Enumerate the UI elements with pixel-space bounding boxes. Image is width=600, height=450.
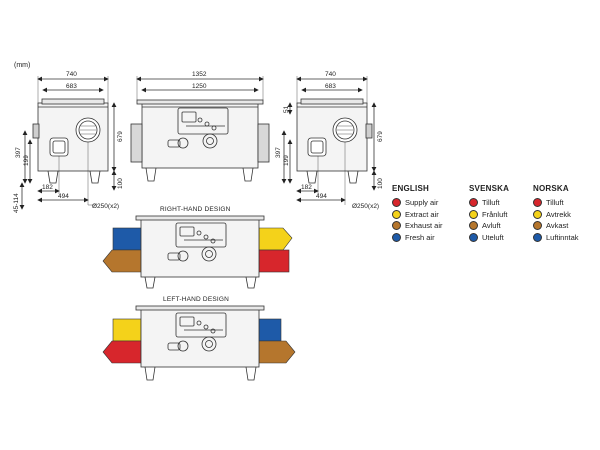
supply-air-swatch [533,198,542,208]
legend-title-svenska: SVENSKA [469,184,510,193]
legend-title-english: ENGLISH [392,184,429,193]
dim-51-right: 51 [283,105,290,113]
dim-duct-right: Ø250(x2) [352,203,379,210]
legend-norska: NORSKA Tilluft Avtrekk Avkast Luftinntak [533,184,600,243]
dim-182-right: 182 [301,184,312,191]
legend-item: Extract air [392,209,464,221]
dim-199-right: 199 [283,155,290,166]
legend-label: Tilluft [482,198,500,208]
left-hand-design [102,305,296,381]
extract-air-swatch [469,209,478,219]
legend-item: Avluft [469,220,541,232]
front-view-left [19,76,117,210]
supply-air-swatch [469,198,478,208]
right-hand-design-caption: RIGHT-HAND DESIGN [160,206,231,213]
legend-label: Avtrekk [546,209,571,219]
supply-air-duct-lh [102,340,142,364]
side-view [130,76,270,182]
extract-air-duct-lh [112,318,142,342]
legend-label: Extract air [405,209,439,219]
dim-494-right: 494 [316,193,327,200]
legend-item: Exhaust air [392,220,464,232]
dim-397-left: 397 [15,147,22,158]
dim-1352: 1352 [192,71,207,78]
legend-label: Tilluft [546,198,564,208]
legend-item: Avkast [533,220,600,232]
dim-duct-left: Ø250(x2) [92,203,119,210]
legend-label: Fresh air [405,232,435,242]
legend-english: ENGLISH Supply air Extract air Exhaust a… [392,184,464,243]
dim-679-right: 679 [377,131,384,142]
fresh-air-swatch [392,232,401,242]
left-hand-design-caption: LEFT-HAND DESIGN [163,296,229,303]
dim-100-left: 100 [117,178,124,189]
dim-740-right: 740 [325,71,336,78]
exhaust-air-duct-lh [258,340,296,364]
front-view-right [281,76,377,205]
dim-679-left: 679 [117,131,124,142]
dim-1250: 1250 [192,83,207,90]
legend-item: Avtrekk [533,209,600,221]
legend-title-norska: NORSKA [533,184,569,193]
legend-item: Fresh air [392,232,464,244]
dim-feet-left: 45-114 [13,193,20,213]
supply-air-swatch [392,198,401,208]
legend-item: Uteluft [469,232,541,244]
exhaust-air-swatch [392,221,401,231]
exhaust-air-duct [102,249,142,273]
right-hand-design [102,215,293,289]
supply-air-duct [258,249,290,273]
extract-air-swatch [392,209,401,219]
extract-air-swatch [533,209,542,219]
legend-label: Avluft [482,221,501,231]
legend-label: Exhaust air [405,221,443,231]
legend-label: Supply air [405,198,439,208]
legend-label: Uteluft [482,232,504,242]
legend-item: Tilluft [469,197,541,209]
dim-740-left: 740 [66,71,77,78]
fresh-air-duct-lh [258,318,282,342]
units-label: (mm) [14,62,30,69]
exhaust-air-swatch [469,221,478,231]
legend-item: Frånluft [469,209,541,221]
dim-683-right: 683 [325,83,336,90]
dim-683-left: 683 [66,83,77,90]
dim-182-left: 182 [42,184,53,191]
fresh-air-swatch [469,232,478,242]
legend-svenska: SVENSKA Tilluft Frånluft Avluft Uteluft [469,184,541,243]
dim-397-right: 397 [275,147,282,158]
dim-494-left: 494 [58,193,69,200]
fresh-air-swatch [533,232,542,242]
extract-air-duct [258,227,293,251]
fresh-air-duct [112,227,142,251]
legend-item: Tilluft [533,197,600,209]
legend-item: Luftinntak [533,232,600,244]
dim-100-right: 100 [377,178,384,189]
legend-label: Avkast [546,221,569,231]
dim-199-left: 199 [23,155,30,166]
exhaust-air-swatch [533,221,542,231]
legend-label: Luftinntak [546,232,579,242]
legend-item: Supply air [392,197,464,209]
legend-label: Frånluft [482,209,508,219]
